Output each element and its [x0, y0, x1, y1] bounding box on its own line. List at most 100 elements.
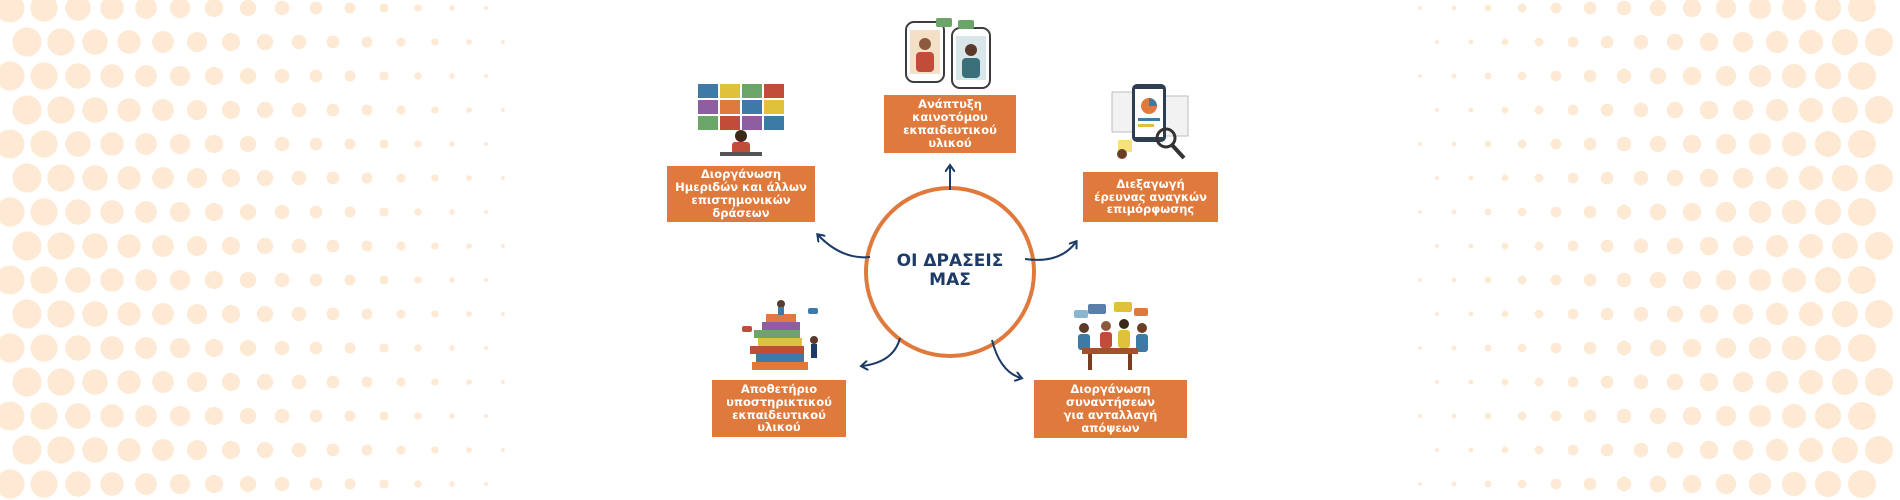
decorative-dot [12, 231, 42, 261]
decorative-dot [1468, 107, 1474, 113]
decorative-dot [1583, 205, 1597, 219]
decorative-dot [1484, 344, 1492, 352]
decorative-dot [82, 97, 108, 123]
decorative-dot [1848, 402, 1876, 430]
decorative-dot [135, 133, 157, 155]
decorative-dot [12, 95, 42, 125]
decorative-dot [466, 447, 472, 453]
decorative-dot [12, 299, 42, 329]
decorative-dot [1814, 62, 1842, 90]
decorative-dot [82, 369, 108, 395]
decorative-dot [1865, 232, 1893, 260]
decorative-dot [274, 136, 290, 152]
decorative-dot [65, 0, 91, 21]
decorative-dot [1616, 408, 1632, 424]
decorative-dot [1534, 105, 1544, 115]
decorative-dot [326, 239, 340, 253]
decorative-dot [414, 4, 422, 12]
decorative-dot [1814, 334, 1842, 362]
decorative-dot [344, 342, 356, 354]
decorative-dot [1865, 300, 1893, 328]
decorative-dot [152, 439, 174, 461]
decorative-dot [1831, 28, 1859, 56]
decorative-dot [0, 401, 25, 431]
decorative-dot [1732, 303, 1754, 325]
decorative-dot [187, 372, 207, 392]
decorative-dot [449, 481, 455, 487]
decorative-dot [1666, 169, 1684, 187]
decorative-dot [0, 0, 25, 23]
decorative-dot [204, 134, 224, 154]
decorative-dot [1666, 441, 1684, 459]
decorative-dot [0, 265, 25, 295]
decorative-dot [1435, 40, 1439, 44]
decorative-dot [1781, 335, 1807, 361]
decorative-dot [47, 368, 75, 396]
decorative-dot [1534, 377, 1544, 387]
decorative-dot [1567, 376, 1579, 388]
decorative-dot [1865, 96, 1893, 124]
decorative-dot [1798, 29, 1824, 55]
decorative-dot [501, 176, 505, 180]
decorative-dot [1682, 338, 1702, 358]
decorative-dot [379, 411, 389, 421]
decorative-dot [221, 440, 241, 460]
decorative-dot [0, 469, 25, 499]
decorative-dot [0, 129, 25, 159]
decorative-dot [30, 470, 58, 498]
decorative-dot [1765, 30, 1789, 54]
decorative-dot [1600, 35, 1614, 49]
decorative-dot [449, 209, 455, 215]
decorative-dot [501, 244, 505, 248]
decorative-dot [414, 480, 422, 488]
decorative-dot [221, 100, 241, 120]
decorative-dot [1418, 74, 1422, 78]
decorative-dot [361, 104, 373, 116]
decorative-dot [1435, 244, 1439, 248]
decorative-dot [484, 6, 488, 10]
decorative-dot [1699, 168, 1719, 188]
decorative-dot [414, 140, 422, 148]
decorative-dot [1451, 345, 1457, 351]
decorative-dot [1567, 104, 1579, 116]
decorative-dot [135, 405, 157, 427]
decorative-dot [431, 310, 439, 318]
decorative-dot [204, 202, 224, 222]
decorative-dot [466, 379, 472, 385]
decorative-dot [449, 277, 455, 283]
decorative-dot [309, 409, 323, 423]
decorative-dot [396, 37, 406, 47]
decorative-dot [1865, 436, 1893, 464]
decorative-dot [379, 207, 389, 217]
decorative-dot [1600, 443, 1614, 457]
decorative-dot [1484, 4, 1492, 12]
action-box-material-repository: Αποθετήριο υποστηρικτικού εκπαιδευτικού … [712, 380, 846, 437]
decorative-dot [1633, 238, 1649, 254]
decorative-dot [1534, 173, 1544, 183]
decorative-dot [344, 206, 356, 218]
decorative-dot [309, 1, 323, 15]
decorative-dot [152, 303, 174, 325]
decorative-dot [396, 309, 406, 319]
decorative-dot [1682, 202, 1702, 222]
decorative-dot [309, 477, 323, 491]
decorative-dot [1616, 476, 1632, 492]
decorative-dot [1814, 402, 1842, 430]
decorative-dot [484, 74, 488, 78]
decorative-dot [396, 445, 406, 455]
decorative-dot [344, 138, 356, 150]
decorative-dot [291, 306, 307, 322]
decorative-dot [1550, 274, 1562, 286]
decorative-dot [501, 448, 505, 452]
decorative-dot [344, 478, 356, 490]
decorative-dot [1418, 210, 1422, 214]
decorative-dot [1534, 445, 1544, 455]
decorative-dot [204, 270, 224, 290]
decorative-dot [204, 66, 224, 86]
decorative-dot [466, 175, 472, 181]
decorative-dot [256, 101, 274, 119]
decorative-dot [100, 268, 124, 292]
decorative-dot [135, 65, 157, 87]
decorative-dot [379, 479, 389, 489]
decorative-dot [1682, 134, 1702, 154]
